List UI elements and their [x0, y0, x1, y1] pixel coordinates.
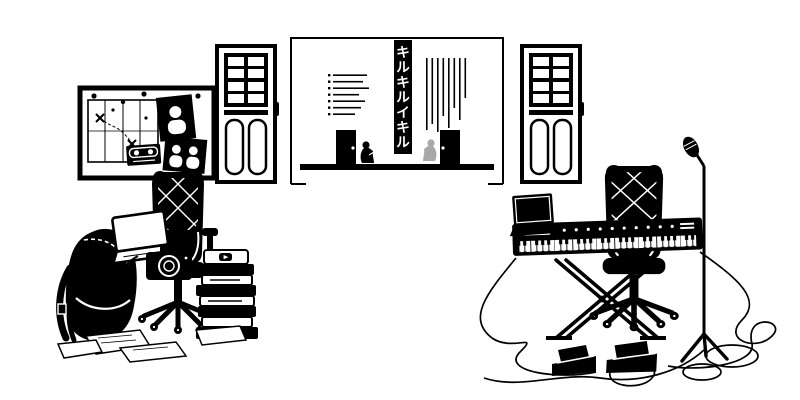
camera-strap	[121, 255, 139, 287]
camera	[121, 246, 192, 287]
camera-lens	[158, 255, 180, 277]
pinned-photo-2	[162, 136, 208, 174]
stand-pivot-bolt	[598, 295, 606, 303]
poster-floor-line	[300, 164, 494, 170]
book	[198, 306, 256, 317]
synth-knobs	[562, 222, 695, 232]
title-char-6: キ	[396, 120, 410, 136]
title-char-4: ル	[396, 90, 410, 106]
reading-figure-black	[360, 141, 375, 163]
window-left	[215, 44, 281, 184]
title-char-3: キ	[396, 75, 410, 91]
paper-sheet	[194, 325, 248, 346]
sitting-figure-gray	[423, 139, 437, 161]
pinned-photo-1	[155, 94, 197, 142]
book	[196, 285, 256, 296]
scattered-papers	[56, 325, 248, 363]
pinned-map	[87, 99, 159, 163]
synth-keys	[518, 234, 698, 254]
window-right	[520, 44, 586, 184]
title-char-5: イ	[396, 105, 410, 121]
poster-door-right	[440, 130, 460, 164]
paper-sheet	[56, 339, 104, 359]
foot-pedal-right	[606, 341, 658, 373]
floor-cables	[479, 251, 777, 387]
book-stack	[196, 249, 258, 339]
poster-title-bar	[394, 40, 412, 154]
poster-title-vertical-text: キ ル キ ル イ キ ル	[396, 45, 410, 151]
mic-stand	[680, 136, 729, 363]
title-char-1: キ	[396, 45, 410, 61]
door-knob	[441, 146, 445, 150]
poster-credit-lines	[328, 74, 369, 116]
laptop-base	[509, 223, 561, 237]
poster-frame	[290, 37, 504, 185]
title-char-2: ル	[396, 60, 410, 76]
backpack-strap	[66, 273, 81, 343]
cassette-tape	[126, 143, 162, 166]
mic-stand-tripod	[680, 332, 729, 363]
strap-buckle	[57, 303, 67, 315]
backpack-strap	[56, 264, 74, 342]
poster-door-left	[336, 130, 356, 164]
laptop-screen	[512, 193, 554, 226]
book	[201, 316, 253, 328]
paper-sheet	[118, 341, 188, 363]
poster-body-text-columns	[426, 58, 467, 132]
title-char-7: ル	[396, 135, 410, 151]
push-pins	[91, 91, 201, 105]
laptop-right	[509, 193, 561, 237]
door-knob	[351, 146, 355, 150]
foot-pedal-left	[552, 345, 596, 376]
book	[198, 264, 254, 275]
poster-spread: キ ル キ ル イ キ ル	[290, 37, 504, 185]
corkboard	[77, 85, 217, 181]
keyboard-stand	[546, 258, 666, 340]
